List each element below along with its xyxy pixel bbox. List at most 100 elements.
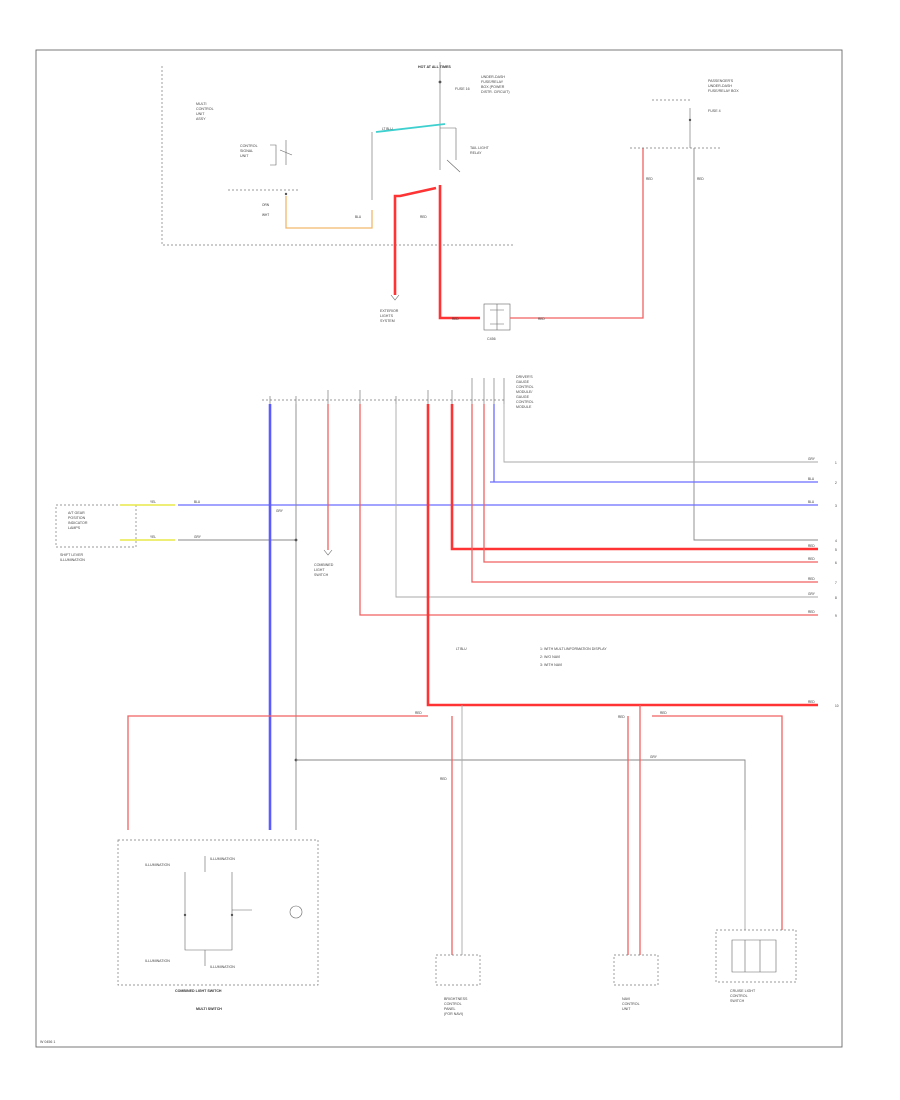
module-b-l1: PASSENGER'S	[708, 79, 734, 83]
red-code-top-c: RED	[538, 317, 545, 321]
cluster-label-l6: CONTROL	[516, 400, 534, 404]
red-wire-exterior	[393, 186, 437, 295]
red-code-top-e: RED	[697, 177, 704, 181]
left-label-l2: CONTROL	[196, 107, 214, 111]
cyan-wire	[375, 123, 446, 133]
switch-box-title: COMBINED LIGHT SWITCH	[175, 989, 222, 993]
page-code: W 0456 1	[40, 1040, 55, 1044]
switch-box-footer: MULTI SWITCH	[196, 1007, 222, 1011]
switch-node-2	[230, 913, 234, 917]
main-switch-node	[438, 80, 442, 84]
module-b-l2: UNDER-DASH	[708, 84, 732, 88]
blu-code-3: BLU	[808, 500, 815, 504]
red-code-m5: RED	[808, 557, 815, 561]
orn-code-a: ORN	[262, 203, 270, 207]
inner-label-l1: CONTROL	[240, 144, 258, 148]
cruise-switch-internal	[731, 939, 777, 973]
hot-at-all-times-label: HOT AT ALL TIMES	[418, 65, 451, 69]
module-a-l4: DISTR. CIRCUIT)	[481, 90, 510, 94]
red-wire-device2	[627, 705, 641, 955]
switch-row-3: ILLUMINATION	[145, 959, 170, 963]
center-label-l2: LIGHT	[314, 568, 325, 572]
red-code-m3: RED	[808, 544, 815, 548]
module-b-l3: FUSE/RELAY BOX	[708, 89, 739, 93]
red-code-top-d: RED	[646, 177, 653, 181]
device2-l3: UNIT	[622, 1007, 631, 1011]
relay-label-l2: RELAY	[470, 151, 482, 155]
right-num-3: 3	[835, 504, 837, 508]
right-num-9: 9	[835, 614, 837, 618]
cluster-label-l4: MODULE/	[516, 390, 532, 394]
blu-code-4: GRY	[276, 509, 284, 513]
gry-code-2: GRY	[650, 755, 658, 759]
red-wire-from-connector	[510, 148, 644, 319]
red-code-m1: RED	[808, 610, 815, 614]
note-3: 3: WITH NAVI	[540, 663, 562, 667]
note-1: 1: WITH MULTI-INFORMATION DISPLAY	[540, 647, 607, 651]
diagram-frame	[35, 49, 843, 1048]
passenger-node	[688, 118, 692, 122]
middle-cluster-group: DRIVER'S GAUGE CONTROL MODULE/ GAUGE CON…	[55, 375, 839, 830]
c456-inner	[490, 304, 504, 330]
red-wire-device3	[652, 715, 783, 930]
red-code-m4: RED	[808, 577, 815, 581]
cluster-label-l2: GAUGE	[516, 380, 530, 384]
red-code-b2: RED	[440, 777, 447, 781]
inner-switch	[279, 140, 293, 165]
cyan-code: LT BLU	[382, 127, 393, 131]
switch-row-4: ILLUMINATION	[210, 965, 235, 969]
left-unit-l2: POSITION	[68, 516, 86, 520]
center-label-l3: SWITCH	[314, 573, 329, 577]
top-module-group: HOT AT ALL TIMES FUSE 16 UNDER-DASH FUSE…	[161, 62, 818, 541]
at-indicator-box	[55, 504, 137, 548]
device1-l1: BRIGHTNESS	[444, 997, 468, 1001]
blu-code-2: BLU	[808, 477, 815, 481]
bottom-devices-group: RED COMBINED LIGHT SWITCH MULTI SWITCH I…	[117, 705, 797, 1016]
left-unit-l3: INDICATOR	[68, 521, 88, 525]
module-a-l1: UNDER-DASH	[481, 75, 505, 79]
orange-wire	[285, 196, 373, 229]
ground-label-l1: EXTERIOR	[380, 309, 399, 313]
red-code-b4: RED	[660, 711, 667, 715]
gray-wire-r2	[395, 404, 818, 598]
yel-code-1: YEL	[150, 500, 156, 504]
ground-arrow	[390, 294, 400, 301]
ground-label-l3: SYSTEM	[380, 319, 395, 323]
right-num-7: 7	[835, 581, 837, 585]
module-b-l4: FUSE 4	[708, 109, 721, 113]
blu-code-1: BLU	[194, 500, 201, 504]
fuse-box-outline	[161, 66, 515, 246]
device2-l2: CONTROL	[622, 1002, 640, 1006]
right-num-6: 6	[835, 561, 837, 565]
right-num-5: 5	[835, 548, 837, 552]
gry-code-1: GRY	[194, 535, 202, 539]
gray-wire-r8	[503, 404, 818, 463]
combined-light-switch-box	[117, 839, 319, 986]
cluster-label-l5: GAUGE	[516, 395, 530, 399]
red-code-top-b: RED	[452, 317, 459, 321]
navi-control-unit	[613, 954, 659, 986]
cluster-label-l7: MODULE	[516, 405, 532, 409]
ground-label-l2: LIGHTS	[380, 314, 394, 318]
red-wire-r4	[450, 404, 818, 551]
cluster-label-l1: DRIVER'S	[516, 375, 533, 379]
note-2: 2: W/O NAVI	[540, 655, 560, 659]
left-unit-l1: A/T GEAR	[68, 511, 85, 515]
right-num-1: 1	[835, 461, 837, 465]
device1-l3: PANEL	[444, 1007, 456, 1011]
gray-junction	[294, 538, 298, 542]
switch-row-2: ILLUMINATION	[210, 857, 235, 861]
left-unit-l4: LAMPS	[68, 526, 81, 530]
switch-dial-icon	[289, 905, 303, 919]
module-a-l3: BOX (POWER	[481, 85, 505, 89]
device3-l2: CONTROL	[730, 994, 748, 998]
gry-code-4: GRY	[808, 457, 816, 461]
inner-label-l2: SIGNAL	[240, 149, 253, 153]
fuse-16-label: FUSE 16	[455, 87, 470, 91]
device2-l1: NAVI	[622, 997, 630, 1001]
cruise-light-switch	[715, 929, 797, 983]
c456-label: C456	[487, 337, 496, 341]
red-code-b1: RED	[415, 711, 422, 715]
switch-internal	[184, 856, 252, 966]
